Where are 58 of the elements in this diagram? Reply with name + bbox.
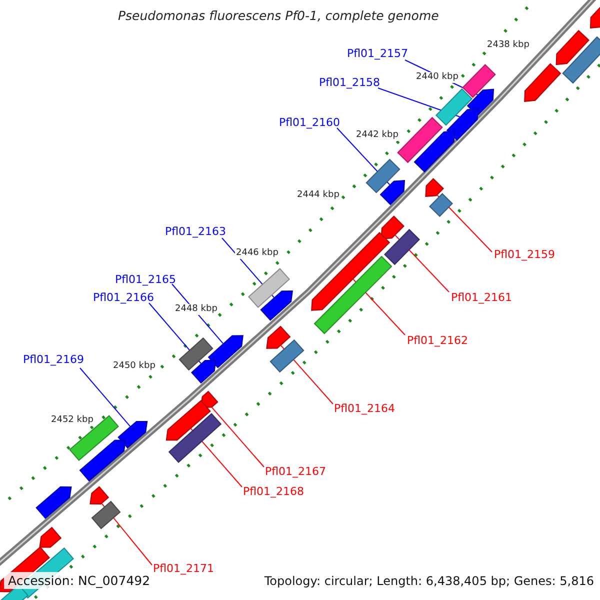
gene-feature	[429, 193, 453, 217]
gene-label: Pfl01_2159	[494, 248, 556, 262]
tick-label: 2438 kbp	[486, 40, 530, 51]
gene-label: Pfl01_2171	[153, 562, 214, 576]
gene-label: Pfl01_2165	[115, 273, 176, 286]
gene-feature	[191, 360, 216, 384]
gene-label: Pfl01_2158	[319, 76, 380, 90]
gene-label: Pfl01_2163	[165, 225, 226, 238]
gene-label: Pfl01_2160	[279, 116, 340, 130]
gene-feature	[414, 130, 456, 172]
gene-feature	[91, 500, 121, 530]
tick-label: 2444 kbp	[296, 190, 340, 201]
gene-feature	[118, 421, 148, 448]
gene-label: Pfl01_2168	[243, 485, 304, 498]
tick-label: 2446 kbp	[235, 248, 280, 259]
gene-feature	[446, 108, 479, 141]
tick-label: 2440 kbp	[415, 72, 460, 83]
gene-feature	[166, 400, 211, 441]
tick-label: 2450 kbp	[112, 361, 156, 372]
gene-feature	[384, 228, 420, 266]
gene-feature	[314, 256, 392, 334]
gene-feature	[36, 486, 72, 519]
gene-feature	[380, 216, 404, 240]
gene-feature	[260, 290, 293, 321]
gene-feature	[270, 339, 304, 373]
gene-label: Pfl01_2162	[407, 334, 468, 348]
gene-feature	[425, 178, 444, 197]
gene-feature	[178, 337, 214, 371]
title: Pseudomonas fluorescens Pf0-1, complete genome	[118, 8, 439, 23]
gene-feature	[79, 440, 126, 482]
gene-feature	[466, 88, 494, 116]
gene-feature	[266, 326, 291, 349]
gene-feature	[524, 63, 562, 102]
leader-line	[212, 407, 264, 468]
gene-feature	[208, 335, 244, 368]
gene-label: Pfl01_2161	[451, 291, 512, 304]
gene-feature	[248, 268, 290, 308]
leader-line	[80, 368, 131, 427]
gene-feature	[90, 486, 110, 504]
gene-feature	[366, 158, 400, 194]
summary-text: Topology: circular; Length: 6,438,405 bp; Genes: 5,816	[264, 574, 594, 588]
gene-feature	[462, 64, 496, 98]
gene-label: Pfl01_2169	[23, 353, 84, 366]
gene-feature	[168, 413, 222, 463]
gene-feature	[556, 30, 590, 66]
tick-label: 2452 kbp	[50, 415, 94, 426]
gene-feature	[397, 116, 443, 164]
tick-label: 2442 kbp	[355, 130, 400, 141]
gene-feature	[435, 88, 473, 126]
gene-label: Pfl01_2166	[93, 291, 154, 304]
gene-feature	[562, 36, 600, 84]
gene-feature	[311, 232, 390, 311]
tick-label: 2448 kbp	[174, 304, 218, 315]
gene-feature	[380, 180, 406, 206]
gene-label: Pfl01_2164	[334, 402, 396, 416]
gene-label: Pfl01_2157	[347, 47, 408, 60]
gene-label: Pfl01_2167	[265, 465, 326, 478]
gene-feature	[590, 6, 600, 29]
